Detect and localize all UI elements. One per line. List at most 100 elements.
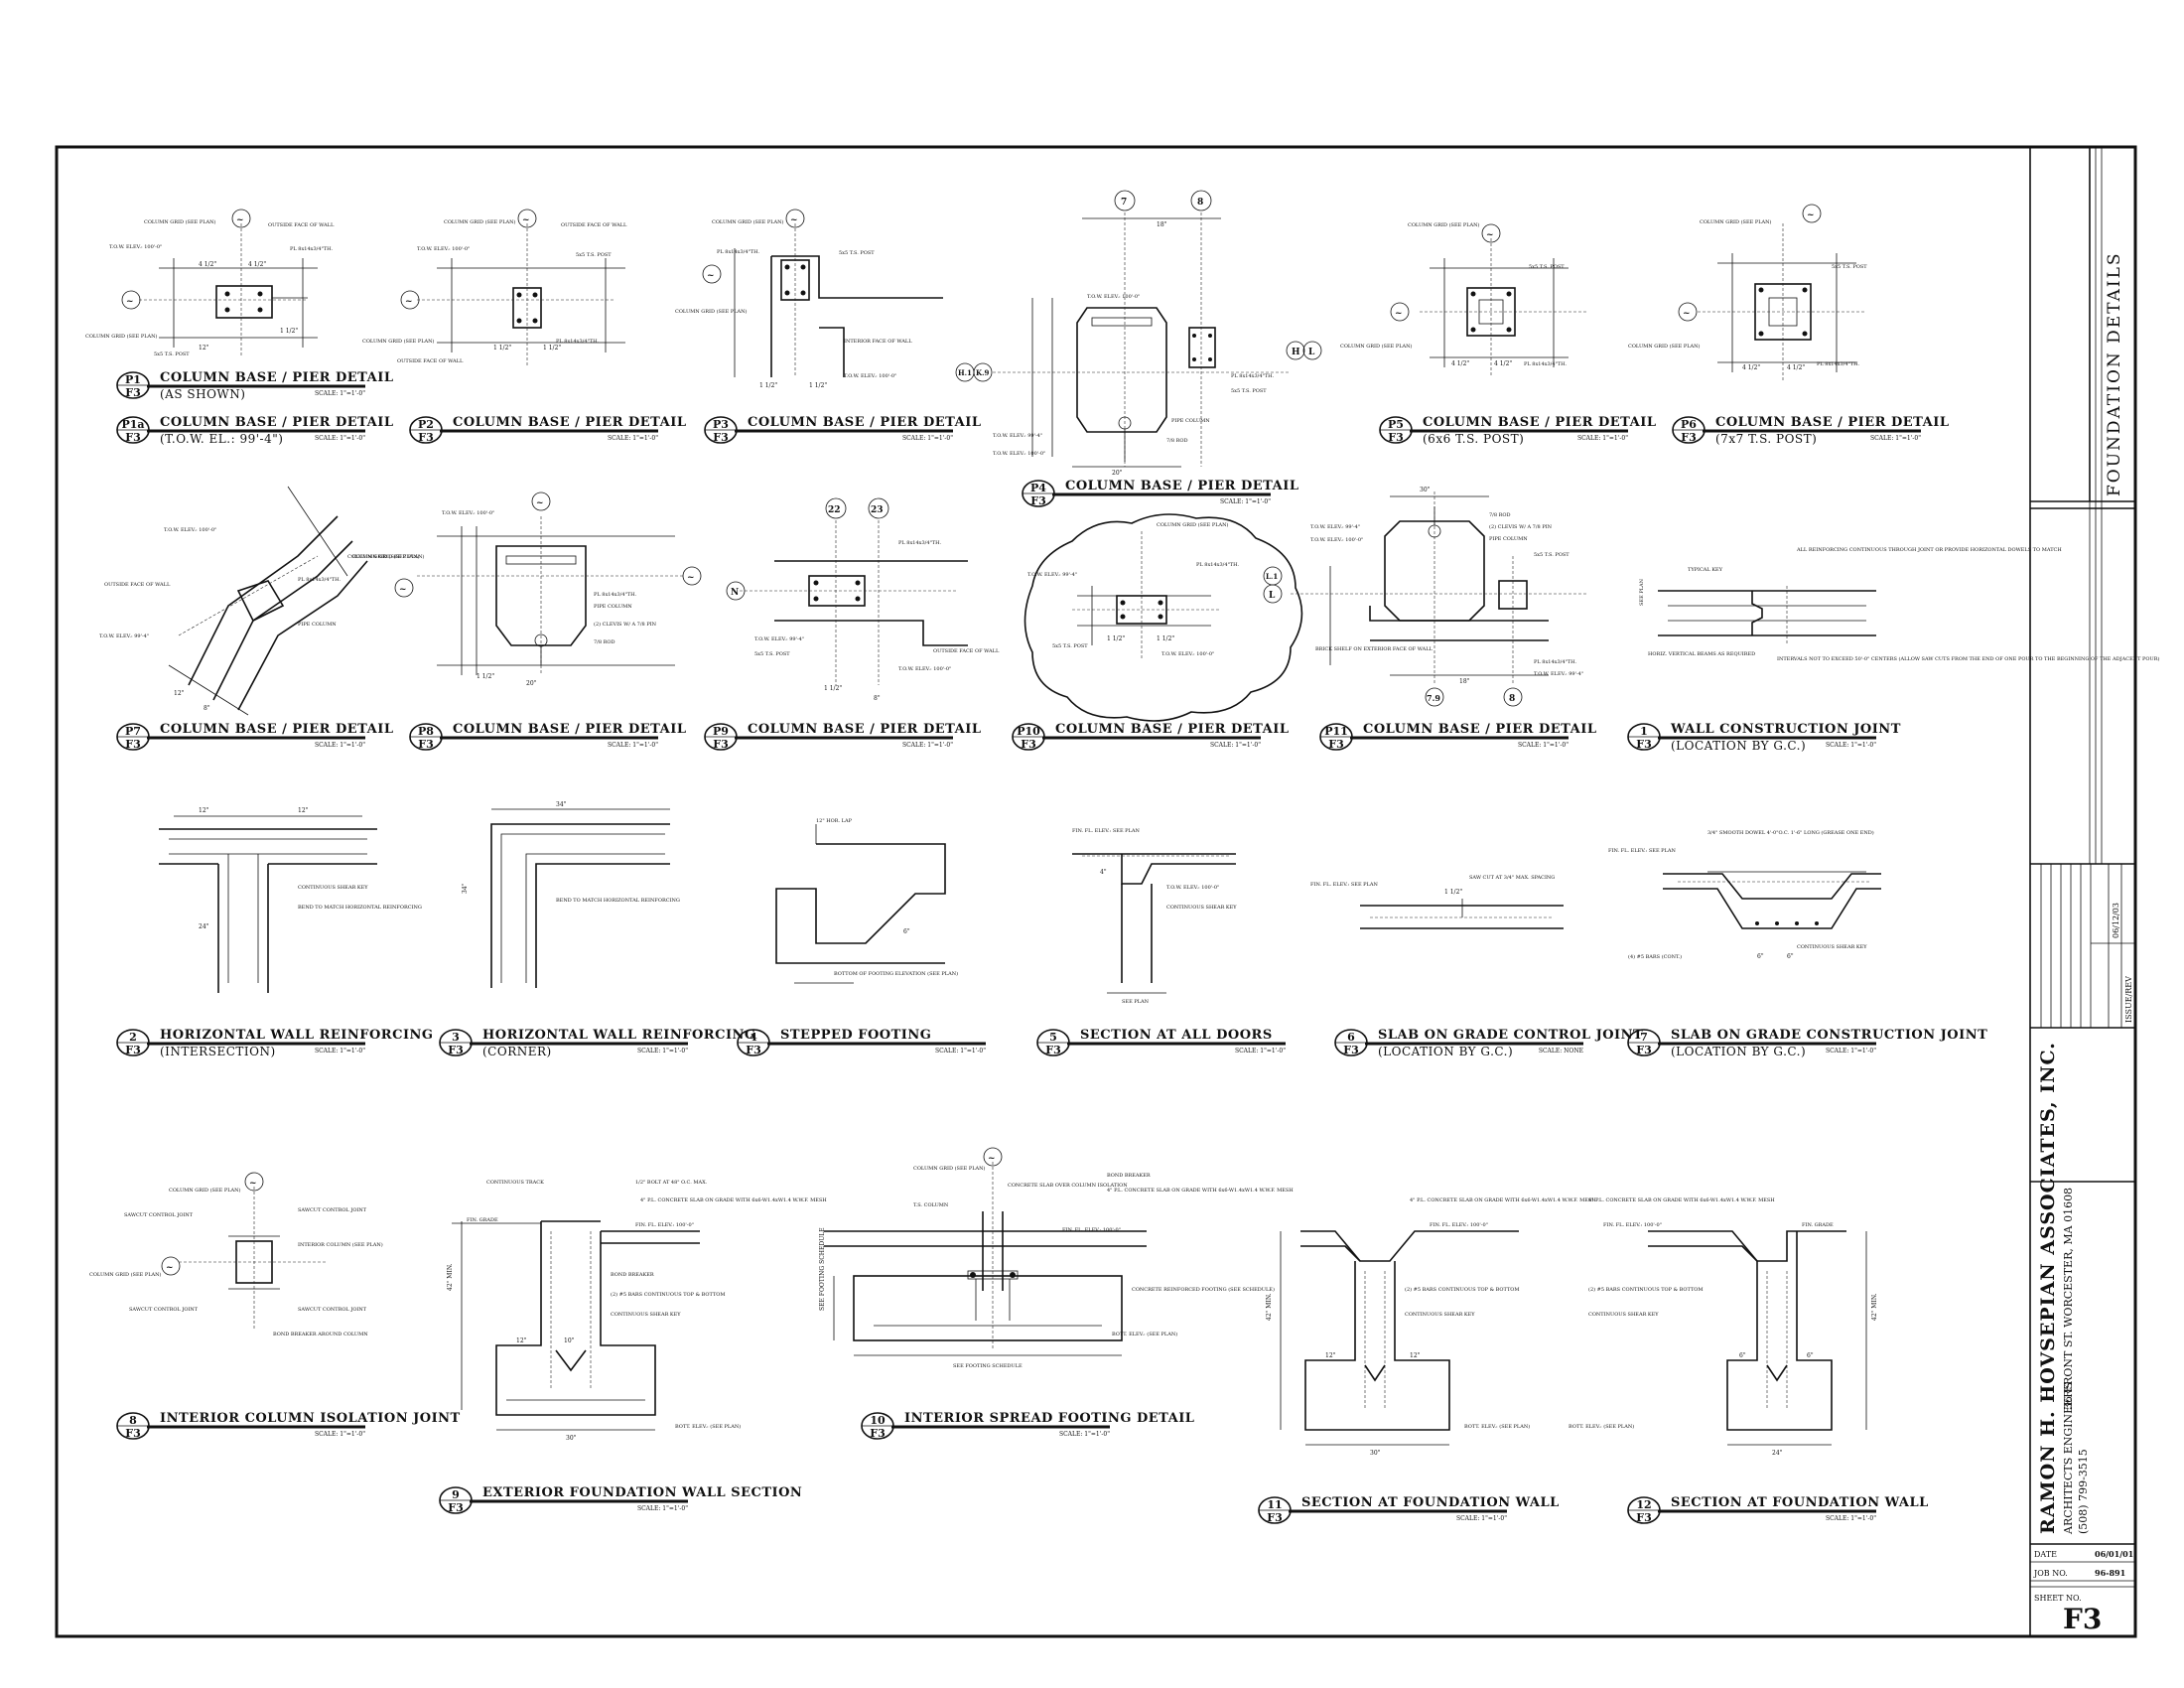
detail-sheet-ref: F3 [1636, 738, 1651, 751]
svg-text:SAWCUT CONTROL JOINT: SAWCUT CONTROL JOINT [124, 1212, 194, 1218]
svg-text:T.O.W. ELEV.: 100'-0": T.O.W. ELEV.: 100'-0" [109, 244, 162, 250]
svg-text:T.O.W. ELEV.: 100'-0": T.O.W. ELEV.: 100'-0" [898, 666, 951, 672]
svg-text:INTERIOR FACE OF WALL: INTERIOR FACE OF WALL [844, 339, 912, 345]
svg-text:5x5 T.S. POST: 5x5 T.S. POST [1231, 388, 1267, 394]
svg-text:1/2" BOLT AT 48" O.C. MAX.: 1/2" BOLT AT 48" O.C. MAX. [635, 1180, 708, 1186]
svg-text:INTERVALS NOT TO EXCEED 50'-0": INTERVALS NOT TO EXCEED 50'-0" CENTERS (… [1777, 655, 2159, 662]
detail-title-text: SLAB ON GRADE CONSTRUCTION JOINT [1671, 1028, 1987, 1043]
firm-address: 36 FRONT ST. WORCESTER, MA 01608 [2062, 1188, 2075, 1410]
detail-number: 12 [1636, 1498, 1651, 1511]
detail-number: P9 [713, 725, 729, 738]
svg-text:~: ~ [126, 297, 134, 307]
svg-text:10": 10" [564, 1337, 575, 1344]
svg-text:~: ~ [1807, 211, 1815, 220]
detail-number: 1 [1640, 725, 1648, 738]
svg-text:5x5 T.S. POST: 5x5 T.S. POST [1832, 264, 1867, 270]
svg-text:6": 6" [1787, 953, 1794, 960]
detail-number: 4 [750, 1031, 757, 1044]
svg-text:FIN. FL. ELEV.: SEE PLAN: FIN. FL. ELEV.: SEE PLAN [1310, 882, 1378, 888]
svg-text:PL 8x14x3/4"TH.: PL 8x14x3/4"TH. [594, 592, 636, 598]
svg-text:~: ~ [405, 297, 413, 307]
svg-text:42" MIN.: 42" MIN. [1266, 1293, 1273, 1321]
svg-text:~: ~ [707, 271, 715, 281]
svg-text:4 1/2": 4 1/2" [1742, 364, 1760, 371]
detail-title-text: COLUMN BASE / PIER DETAIL [1715, 415, 1949, 430]
svg-text:8: 8 [1509, 694, 1515, 704]
svg-text:COLUMN GRID (SEE PLAN): COLUMN GRID (SEE PLAN) [712, 218, 784, 225]
svg-text:12": 12" [199, 345, 209, 352]
svg-text:12": 12" [516, 1337, 527, 1344]
svg-text:~: ~ [522, 215, 530, 225]
svg-text:~: ~ [988, 1154, 996, 1164]
svg-text:PL 8x14x3/4"TH.: PL 8x14x3/4"TH. [1817, 361, 1859, 367]
svg-text:BOTT. ELEV.: (SEE PLAN): BOTT. ELEV.: (SEE PLAN) [675, 1423, 741, 1430]
detail-scale: SCALE: 1"=1'-0" [1826, 1515, 1876, 1522]
svg-text:COLUMN GRID (SEE PLAN): COLUMN GRID (SEE PLAN) [1628, 343, 1701, 350]
detail-12: 4" P.L. CONCRETE SLAB ON GRADE WITH 6x6-… [1569, 1197, 1878, 1457]
detail-number: 2 [129, 1031, 137, 1044]
detail-title-text: SECTION AT FOUNDATION WALL [1301, 1495, 1560, 1510]
detail-number: P1a [121, 418, 144, 431]
svg-text:18": 18" [1157, 221, 1167, 228]
svg-text:5x5 T.S. POST: 5x5 T.S. POST [576, 252, 612, 258]
svg-text:BOTT. ELEV.: (SEE PLAN): BOTT. ELEV.: (SEE PLAN) [1112, 1331, 1177, 1337]
svg-text:OUTSIDE FACE OF WALL: OUTSIDE FACE OF WALL [933, 648, 1000, 654]
svg-text:T.O.W. ELEV.: 100'-0": T.O.W. ELEV.: 100'-0" [993, 451, 1045, 457]
svg-text:4" P.L. CONCRETE SLAB ON GRADE: 4" P.L. CONCRETE SLAB ON GRADE WITH 6x6-… [1588, 1197, 1775, 1203]
svg-text:OUTSIDE FACE OF WALL: OUTSIDE FACE OF WALL [561, 222, 627, 228]
svg-text:1 1/2": 1 1/2" [543, 345, 561, 352]
svg-text:30": 30" [1370, 1450, 1381, 1457]
svg-text:PL 8x14x3/4"TH.: PL 8x14x3/4"TH. [1534, 659, 1576, 665]
svg-text:3/4" SMOOTH DOWEL 4'-0"O.C. 1': 3/4" SMOOTH DOWEL 4'-0"O.C. 1'-6" LONG (… [1707, 829, 1874, 836]
svg-text:34": 34" [556, 801, 567, 808]
title-block: FOUNDATION DETAILS 06/12/03 ISSUE/REV RA… [2029, 147, 2135, 1636]
detail-scale: SCALE: 1"=1'-0" [1210, 742, 1261, 749]
svg-text:6": 6" [903, 928, 910, 935]
svg-text:7/8 ROD: 7/8 ROD [1166, 438, 1188, 444]
svg-text:T.O.W. ELEV.: 99'-4": T.O.W. ELEV.: 99'-4" [1534, 671, 1583, 677]
detail-sheet-ref: F3 [418, 431, 433, 444]
date-label: DATE [2034, 1550, 2057, 1559]
svg-text:CONTINUOUS SHEAR KEY: CONTINUOUS SHEAR KEY [611, 1312, 681, 1318]
svg-text:1 1/2": 1 1/2" [280, 328, 298, 335]
revision-grid [2030, 864, 2135, 1029]
svg-text:42" MIN.: 42" MIN. [1871, 1293, 1878, 1321]
svg-text:BRICK SHELF ON EXTERIOR FACE O: BRICK SHELF ON EXTERIOR FACE OF WALL [1315, 646, 1433, 652]
detail-6: FIN. FL. ELEV.: SEE PLAN SAW CUT AT 3/4"… [1310, 875, 1564, 929]
svg-text:PL 8x14x3/4"TH.: PL 8x14x3/4"TH. [1231, 373, 1274, 379]
svg-text:FIN. FL. ELEV.: 100'-0": FIN. FL. ELEV.: 100'-0" [1603, 1222, 1662, 1228]
detail-scale: SCALE: 1"=1'-0" [1577, 435, 1628, 442]
svg-text:PIPE COLUMN: PIPE COLUMN [594, 604, 632, 610]
svg-text:~: ~ [399, 585, 407, 595]
detail-sheet-ref: F3 [1681, 431, 1696, 444]
detail-subtitle: (AS SHOWN) [160, 387, 245, 401]
detail-subtitle: (T.O.W. EL.: 99'-4") [160, 432, 283, 446]
svg-text:FIN. GRADE: FIN. GRADE [467, 1217, 498, 1223]
svg-text:12" HOR. LAP: 12" HOR. LAP [816, 818, 853, 824]
detail-sheet-ref: F3 [1636, 1044, 1651, 1056]
detail-title-text: COLUMN BASE / PIER DETAIL [160, 415, 393, 430]
svg-text:8": 8" [874, 695, 881, 702]
detail-sheet-ref: F3 [448, 1044, 463, 1056]
svg-text:T.O.W. ELEV.: 99'-4": T.O.W. ELEV.: 99'-4" [99, 633, 149, 639]
svg-text:18": 18" [1459, 678, 1470, 685]
svg-text:CONTINUOUS SHEAR KEY: CONTINUOUS SHEAR KEY [1166, 905, 1237, 911]
detail-scale: SCALE: 1"=1'-0" [315, 1431, 365, 1438]
svg-text:SAWCUT CONTROL JOINT: SAWCUT CONTROL JOINT [298, 1307, 367, 1313]
detail-title-text: WALL CONSTRUCTION JOINT [1670, 722, 1901, 737]
detail-2: 12" 12" 24" CONTINUOUS SHEAR KEY BEND TO… [159, 807, 422, 993]
svg-text:CONTINUOUS SHEAR KEY: CONTINUOUS SHEAR KEY [298, 885, 368, 891]
svg-text:SAWCUT CONTROL JOINT: SAWCUT CONTROL JOINT [298, 1207, 367, 1213]
